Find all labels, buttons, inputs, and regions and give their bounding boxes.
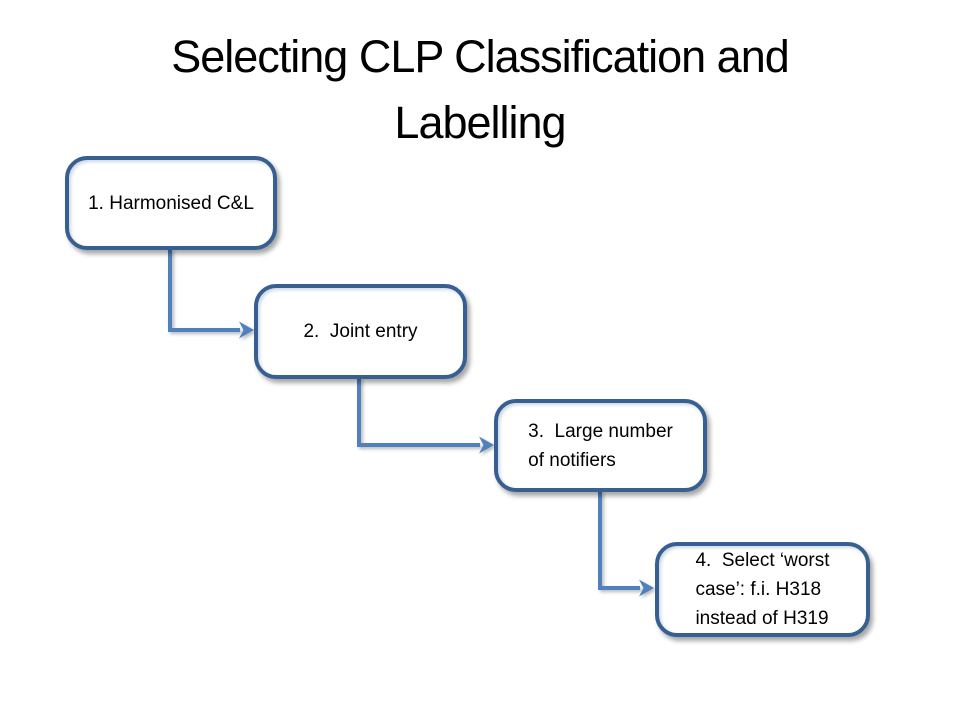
arrowhead-icon bbox=[639, 579, 654, 597]
connector-step3-step4 bbox=[598, 491, 654, 597]
connector-line-2 bbox=[357, 378, 480, 447]
arrowhead-icon bbox=[479, 436, 494, 454]
flow-step-label: 1. Harmonised C&L bbox=[88, 192, 254, 214]
flow-step-label: 3. Large number of notifiers bbox=[528, 420, 673, 471]
flow-step-4-select-worst-case: 4. Select ‘worst case’: f.i. H318 instea… bbox=[655, 542, 870, 637]
flow-step-label: 2. Joint entry bbox=[303, 321, 418, 342]
arrowhead-icon bbox=[239, 321, 254, 339]
connector-line-1 bbox=[168, 249, 240, 332]
flow-step-1-harmonised-cl: 1. Harmonised C&L bbox=[65, 156, 277, 250]
flow-step-label: 4. Select ‘worst case’: f.i. H318 instea… bbox=[695, 550, 830, 629]
slide-title: Selecting CLP Classification and Labelli… bbox=[171, 31, 790, 148]
connector-step1-step2 bbox=[168, 249, 254, 339]
flow-step-2-joint-entry: 2. Joint entry bbox=[254, 284, 467, 379]
connector-step2-step3 bbox=[357, 378, 494, 454]
connector-line-3 bbox=[598, 491, 640, 590]
flow-step-3-large-number-of-notifiers: 3. Large number of notifiers bbox=[494, 399, 707, 492]
